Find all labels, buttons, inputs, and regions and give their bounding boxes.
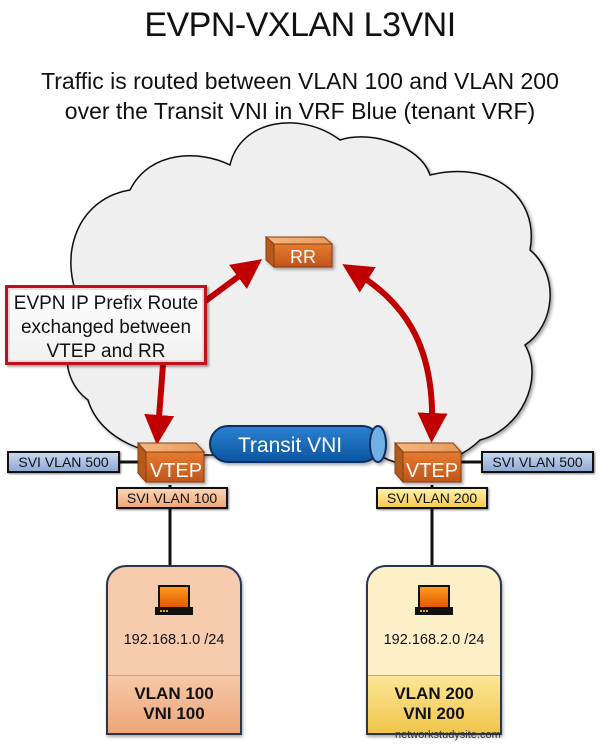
vtep-1-label: VTEP	[150, 460, 202, 482]
subtitle-line-1: Traffic is routed between VLAN 100 and V…	[41, 68, 559, 94]
evpn-route-callout: EVPN IP Prefix Route exchanged between V…	[5, 285, 207, 365]
host-2-vni: VNI 200	[403, 704, 465, 723]
vtep-1-device	[136, 441, 206, 484]
subtitle-line-2: over the Transit VNI in VRF Blue (tenant…	[64, 98, 536, 124]
vtep-2-svi-l3-label: SVI VLAN 500	[481, 451, 594, 473]
host-1-vni: VNI 100	[143, 704, 205, 723]
diagram-title: EVPN-VXLAN L3VNI	[144, 6, 456, 44]
arrow-callout-to-rr	[198, 259, 263, 308]
diagram-subtitle: Traffic is routed between VLAN 100 and V…	[0, 66, 600, 126]
host-1-subnet: 192.168.1.0 /24	[123, 632, 225, 648]
vtep-2-label: VTEP	[406, 460, 458, 482]
vtep-1-svi-l3-label: SVI VLAN 500	[7, 451, 120, 473]
callout-line-2: exchanged between	[20, 317, 192, 338]
arrow-rr-vtep2	[342, 264, 448, 443]
host-1-vlan: VLAN 100	[134, 684, 214, 703]
vtep-1-svi-l2-label: SVI VLAN 100	[116, 487, 228, 509]
arrow-callout-to-vtep1	[144, 364, 175, 445]
callout-line-1: EVPN IP Prefix Route	[13, 293, 199, 314]
watermark: networkstudysite.com	[395, 729, 501, 741]
vtep-2-device	[393, 441, 463, 484]
rr-label: RR	[290, 247, 316, 267]
rr-device	[264, 235, 334, 269]
host-2-segment-band: VLAN 200 VNI 200	[368, 675, 500, 733]
host-segment-2: 192.168.2.0 /24 VLAN 200 VNI 200	[366, 565, 502, 735]
host-segment-1: 192.168.1.0 /24 VLAN 100 VNI 100	[106, 565, 242, 735]
transit-vni-tunnel	[209, 425, 387, 463]
host-2-vlan: VLAN 200	[394, 684, 474, 703]
callout-line-3: VTEP and RR	[46, 341, 166, 362]
laptop-icon	[155, 585, 193, 615]
host-1-segment-band: VLAN 100 VNI 100	[108, 675, 240, 733]
transit-vni-label: Transit VNI	[238, 434, 342, 457]
laptop-icon	[415, 585, 453, 615]
vtep-2-svi-l2-label: SVI VLAN 200	[376, 487, 488, 509]
host-2-subnet: 192.168.2.0 /24	[383, 632, 485, 648]
